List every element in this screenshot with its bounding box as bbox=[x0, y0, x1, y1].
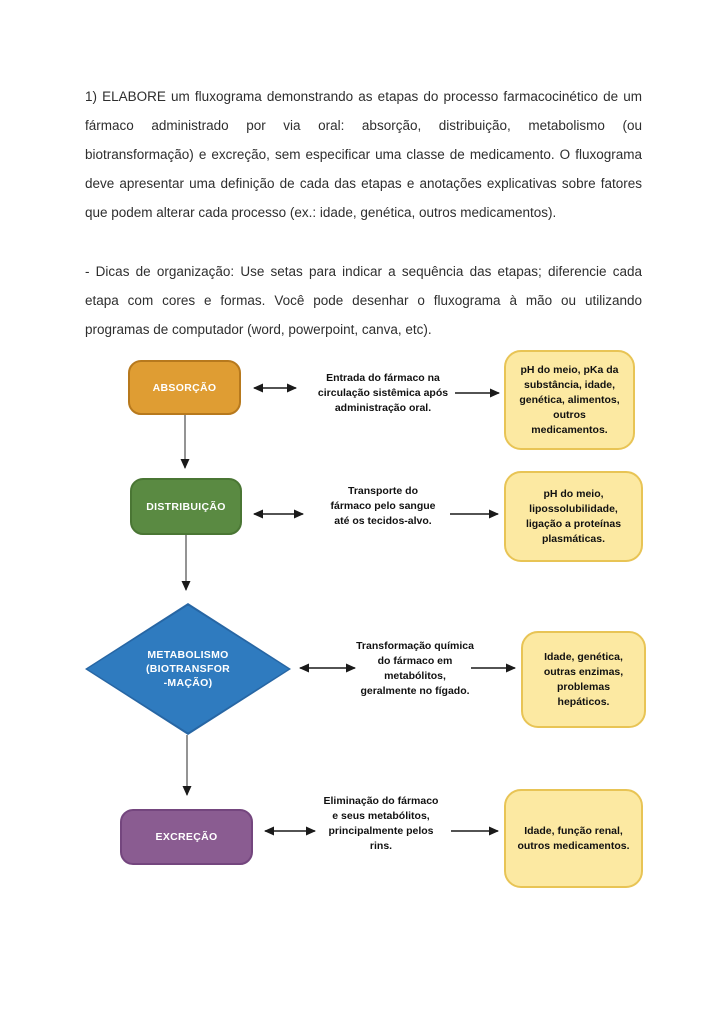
stage-metabolism-label-wrap: METABOLISMO (BIOTRANSFOR -MAÇÃO) bbox=[85, 603, 291, 735]
factors-metabolism-text: Idade, genética, outras enzimas, problem… bbox=[543, 650, 624, 708]
factors-excretion-text: Idade, função renal, outros medicamentos… bbox=[517, 824, 630, 852]
factors-absorption-box: pH do meio, pKa da substância, idade, ge… bbox=[504, 350, 635, 450]
factors-excretion-box: Idade, função renal, outros medicamentos… bbox=[504, 789, 643, 888]
task-paragraph: 1) ELABORE um fluxograma demonstrando as… bbox=[85, 89, 642, 220]
tips-paragraph: - Dicas de organização: Use setas para i… bbox=[85, 264, 642, 337]
stage-distribution-label: DISTRIBUIÇÃO bbox=[146, 500, 226, 513]
factors-distribution-text: pH do meio, lipossolubilidade, ligação a… bbox=[525, 487, 622, 545]
definition-metabolism: Transformação química do fármaco em meta… bbox=[356, 640, 474, 697]
stage-absorption-label: ABSORÇÃO bbox=[152, 381, 217, 394]
stage-excretion: EXCREÇÃO bbox=[120, 809, 253, 865]
factors-distribution-box: pH do meio, lipossolubilidade, ligação a… bbox=[504, 471, 643, 562]
stage-metabolism: METABOLISMO (BIOTRANSFOR -MAÇÃO) bbox=[85, 603, 291, 735]
stage-metabolism-label: METABOLISMO (BIOTRANSFOR -MAÇÃO) bbox=[145, 649, 231, 689]
stage-excretion-label: EXCREÇÃO bbox=[155, 831, 218, 843]
stage-distribution: DISTRIBUIÇÃO bbox=[130, 478, 242, 535]
definition-excretion: Eliminação do fármaco e seus metabólitos… bbox=[323, 795, 439, 852]
horizontal-arrow-group bbox=[253, 383, 516, 836]
definition-absorption: Entrada do fármaco na circulação sistêmi… bbox=[317, 372, 449, 414]
factors-metabolism-box: Idade, genética, outras enzimas, problem… bbox=[521, 631, 646, 728]
definition-distribution: Transporte do fármaco pelo sangue até os… bbox=[330, 485, 436, 527]
factors-absorption-text: pH do meio, pKa da substância, idade, ge… bbox=[519, 363, 620, 436]
stage-absorption: ABSORÇÃO bbox=[128, 360, 241, 415]
